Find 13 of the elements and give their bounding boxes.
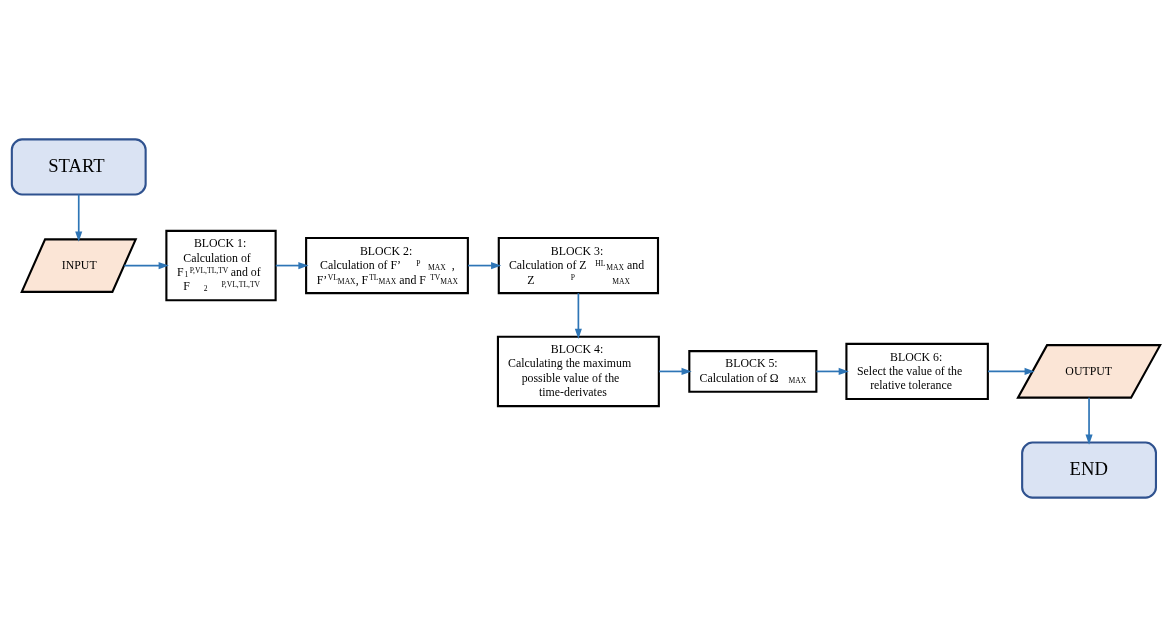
- node-box: START: [10, 138, 147, 196]
- arrow: [987, 367, 1035, 375]
- arrow: [658, 367, 692, 375]
- node-box: BLOCK 6: Select the value of the relative tolerance: [845, 342, 989, 400]
- arrow: [274, 262, 309, 270]
- arrow: [815, 367, 849, 375]
- arrow: [75, 193, 83, 242]
- arrow: [1085, 396, 1093, 445]
- node-box: END: [1021, 441, 1157, 499]
- arrow: [123, 262, 169, 270]
- arrow: [467, 262, 502, 270]
- node-box: BLOCK 4: Calculating the maximum possible value of the time-derivates: [496, 335, 660, 408]
- arrow: [574, 292, 582, 339]
